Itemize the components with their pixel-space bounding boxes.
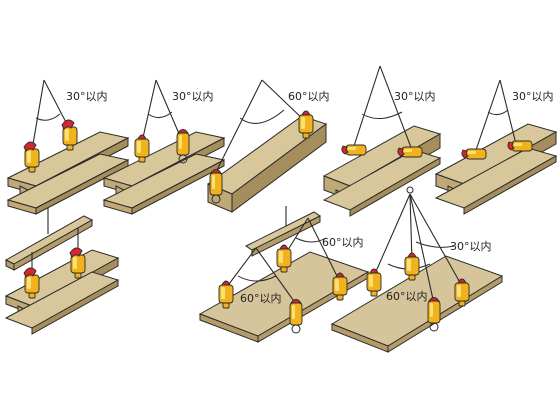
angle-limit-label: 30°以内 [394,89,436,103]
lifting-clamp-icon [341,144,367,156]
panel-beam-side-30: 30°以内 [102,79,226,215]
panel-beam-vertical-60: 60°以内 [206,79,330,213]
lifting-clamp-icon [366,268,382,297]
angle-limit-label: 30°以内 [172,89,214,103]
hook-icon [406,186,414,194]
angle-limit-label: 60°以内 [240,291,282,305]
angle-limit-label: 30°以内 [512,89,554,103]
panel-beam-flat-30: 30°以内 [434,79,558,215]
lifting-clamp-icon [397,146,423,158]
angle-limit-label: 60°以内 [288,89,330,103]
panel-beam-spreader [4,208,120,335]
panel-plate-four-leg: 60°以内 30°以内 [330,186,504,353]
lifting-clamp-icon [507,140,533,152]
lifting-clamp-icon [289,299,303,334]
panel-beam-flange-30: 30°以内 [6,79,130,215]
panel-plate-spreader-60: 60°以内 60°以内 [198,206,370,343]
panel-channel-30: 30°以内 [322,65,442,217]
lifting-clamp-icon [427,297,441,332]
angle-limit-label: 60°以内 [322,235,364,249]
angle-limit-label: 30°以内 [450,239,492,253]
angle-limit-label: 30°以内 [66,89,108,103]
lifting-clamp-icon [461,148,487,160]
angle-limit-label: 60°以内 [386,289,428,303]
